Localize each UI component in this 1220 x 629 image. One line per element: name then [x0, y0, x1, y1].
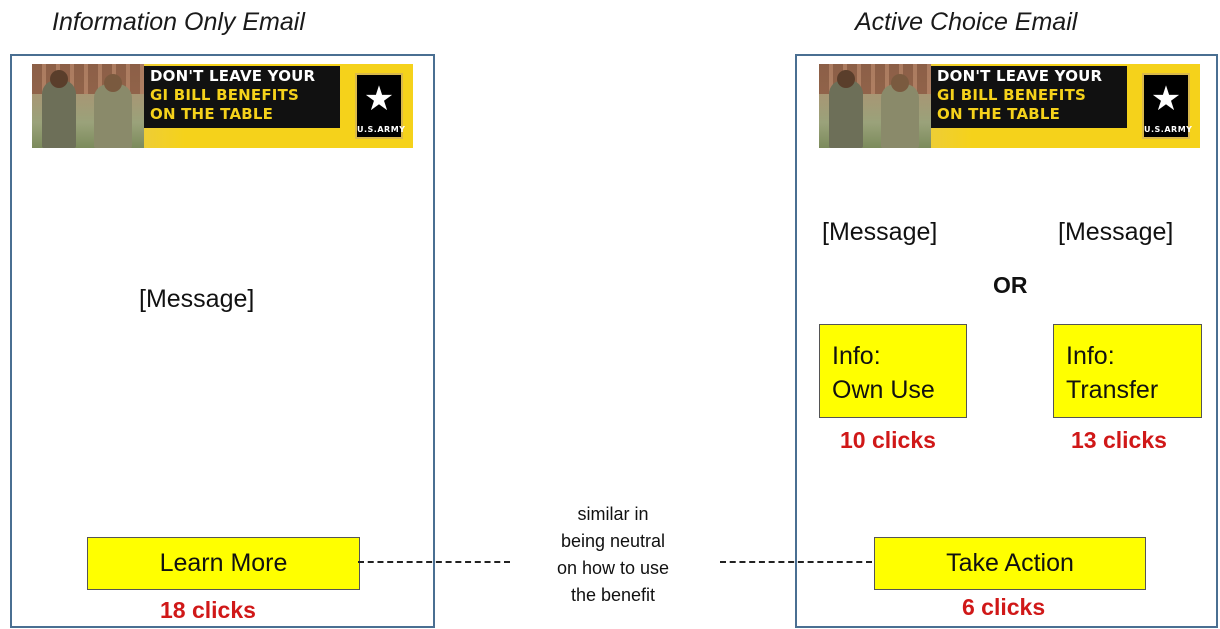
- active-choice-heading: Active Choice Email: [855, 8, 1078, 36]
- banner-line-3: ON THE TABLE: [937, 105, 1061, 123]
- transfer-clicks: 13 clicks: [1071, 427, 1167, 453]
- info-own-use-line1: Info:: [832, 342, 881, 370]
- army-logo-text: U.S.ARMY: [1144, 125, 1193, 134]
- banner-line-2: GI BILL BENEFITS: [937, 86, 1087, 104]
- soldiers-photo: [32, 64, 144, 148]
- note-line: being neutral: [560, 531, 666, 551]
- neutral-comparison-note: similar in being neutral on how to use t…: [522, 501, 704, 609]
- info-transfer-line2: Transfer: [1066, 376, 1159, 404]
- star-icon: ★: [1150, 79, 1182, 119]
- army-logo: ★ U.S.ARMY: [355, 73, 406, 139]
- info-only-email-panel: DON'T LEAVE YOUR GI BILL BENEFITS ON THE…: [10, 54, 435, 628]
- active-choice-email-panel: DON'T LEAVE YOUR GI BILL BENEFITS ON THE…: [795, 54, 1218, 628]
- connector-left-dashed-line: [358, 561, 510, 563]
- note-line: similar in: [577, 504, 649, 524]
- own-use-clicks: 10 clicks: [840, 427, 936, 453]
- info-own-use-button[interactable]: Info: Own Use: [819, 324, 967, 418]
- connector-right-dashed-line: [720, 561, 872, 563]
- banner-line-2: GI BILL BENEFITS: [150, 86, 300, 104]
- message-placeholder-transfer: [Message]: [1058, 218, 1174, 246]
- or-label: OR: [993, 272, 1028, 298]
- army-banner: DON'T LEAVE YOUR GI BILL BENEFITS ON THE…: [819, 64, 1200, 148]
- take-action-button[interactable]: Take Action: [874, 537, 1146, 590]
- banner-line-3: ON THE TABLE: [150, 105, 274, 123]
- info-transfer-line1: Info:: [1066, 342, 1115, 370]
- info-transfer-button[interactable]: Info: Transfer: [1053, 324, 1202, 418]
- info-own-use-line2: Own Use: [832, 376, 935, 404]
- banner-line-1: DON'T LEAVE YOUR: [937, 67, 1103, 85]
- learn-more-button[interactable]: Learn More: [87, 537, 360, 590]
- soldiers-photo: [819, 64, 931, 148]
- star-icon: ★: [363, 79, 395, 119]
- banner-line-1: DON'T LEAVE YOUR: [150, 67, 316, 85]
- learn-more-clicks: 18 clicks: [160, 597, 256, 623]
- message-placeholder-own-use: [Message]: [822, 218, 938, 246]
- army-logo-text: U.S.ARMY: [357, 125, 406, 134]
- army-banner: DON'T LEAVE YOUR GI BILL BENEFITS ON THE…: [32, 64, 413, 148]
- info-only-heading: Information Only Email: [52, 8, 305, 36]
- note-line: the benefit: [570, 585, 656, 605]
- army-logo: ★ U.S.ARMY: [1142, 73, 1193, 139]
- take-action-clicks: 6 clicks: [962, 594, 1046, 620]
- message-placeholder: [Message]: [139, 285, 255, 313]
- note-line: on how to use: [556, 558, 670, 578]
